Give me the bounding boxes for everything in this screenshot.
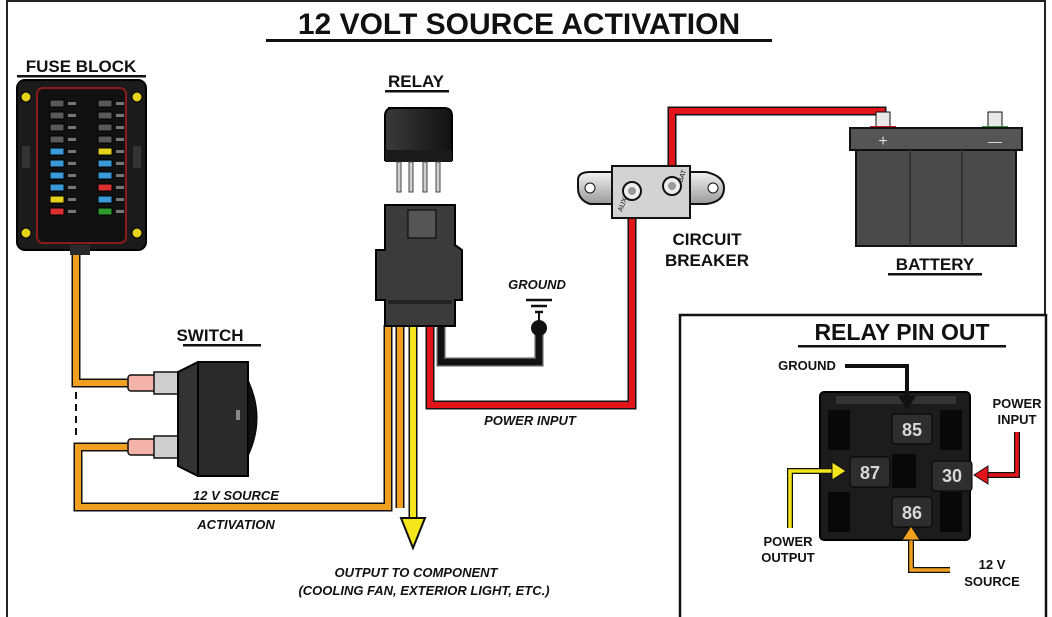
power-input-label: POWER INPUT [484, 413, 577, 428]
relay-label-underline [385, 90, 449, 93]
output-label-2: (COOLING FAN, EXTERIOR LIGHT, ETC.) [298, 583, 549, 598]
battery-minus-sign: — [988, 133, 1002, 149]
fuse-block-label-underline [17, 75, 146, 78]
fuse [97, 159, 113, 168]
red-wire-power-input [425, 200, 637, 410]
fuse-slot-marking [116, 162, 124, 165]
fuse [49, 147, 65, 156]
pinout-power-input-label-1: POWER [992, 396, 1042, 411]
pin-87: 87 [860, 463, 880, 483]
fuse-slot-marking [68, 210, 76, 213]
yellow-wire-output [399, 325, 427, 551]
fuse-slot-marking [116, 114, 124, 117]
fuse-slot-marking [116, 198, 124, 201]
battery-label-underline [888, 273, 982, 276]
rocker-switch [127, 361, 258, 477]
pinout-power-input-label-2: INPUT [998, 412, 1037, 427]
fuse [97, 147, 113, 156]
fuse-rows [49, 99, 124, 216]
battery-plus-sign: + [878, 133, 887, 150]
orange-wire-switch-to-relay [73, 325, 393, 512]
ground-label: GROUND [508, 277, 566, 292]
pinout-power-input-arrow [973, 432, 1020, 485]
fuse [49, 135, 65, 144]
ground-symbol [526, 298, 552, 336]
fuse-block-label: FUSE BLOCK [26, 57, 137, 76]
fuse [49, 111, 65, 120]
diagram-frame [6, 0, 1046, 617]
relay-label: RELAY [388, 72, 445, 91]
switch-label-underline [183, 344, 261, 347]
cb-aux-label: AUX [617, 196, 629, 212]
output-label-1: OUTPUT TO COMPONENT [335, 565, 499, 580]
pinout-source-label-2: SOURCE [964, 574, 1020, 589]
fuse-slot-marking [116, 138, 124, 141]
orange-wire-fuse-to-switch [71, 246, 140, 388]
relay-socket [375, 204, 463, 327]
pinout-ground-label: GROUND [778, 358, 836, 373]
fuse [49, 195, 65, 204]
circuit-breaker: AUX BAT [577, 165, 726, 219]
fuse-slot-marking [68, 102, 76, 105]
title-underline [266, 39, 772, 42]
fuse [97, 183, 113, 192]
relay [384, 107, 453, 193]
pin-30: 30 [942, 466, 962, 486]
pinout-power-output-label-1: POWER [763, 534, 813, 549]
battery-label: BATTERY [896, 255, 975, 274]
black-wire-ground [436, 325, 544, 367]
fuse-block [16, 79, 147, 255]
pinout-title: RELAY PIN OUT [814, 319, 989, 345]
fuse [49, 183, 65, 192]
circuit-breaker-label-1: CIRCUIT [673, 230, 743, 249]
source-label-2: ACTIVATION [196, 517, 275, 532]
fuse-slot-marking [116, 174, 124, 177]
fuse-slot-marking [68, 126, 76, 129]
fuse [97, 99, 113, 108]
fuse [97, 123, 113, 132]
fuse [49, 159, 65, 168]
pinout-ground-arrow [845, 364, 916, 410]
fuse [49, 123, 65, 132]
fuse-slot-marking [116, 210, 124, 213]
battery: + — [849, 111, 1023, 247]
fuse-slot-marking [116, 102, 124, 105]
fuse-slot-marking [68, 186, 76, 189]
fuse [49, 207, 65, 216]
pinout-power-output-label-2: OUTPUT [761, 550, 815, 565]
fuse-slot-marking [68, 162, 76, 165]
pinout-power-output-arrow [787, 461, 847, 528]
pinout-source-label-1: 12 V [979, 557, 1006, 572]
fuse [97, 195, 113, 204]
fuse [97, 207, 113, 216]
fuse [97, 171, 113, 180]
source-label-1: 12 V SOURCE [193, 488, 279, 503]
cb-bat-label: BAT [677, 168, 688, 183]
fuse [49, 99, 65, 108]
fuse [97, 135, 113, 144]
fuse-slot-marking [116, 126, 124, 129]
switch-label: SWITCH [176, 326, 243, 345]
diagram-title: 12 VOLT SOURCE ACTIVATION [298, 8, 740, 41]
fuse-slot-marking [68, 114, 76, 117]
fuse [97, 111, 113, 120]
fuse [49, 171, 65, 180]
pin-86: 86 [902, 503, 922, 523]
fuse-slot-marking [116, 186, 124, 189]
relay-socket-pinout [819, 391, 973, 541]
pinout-title-underline [798, 345, 1006, 348]
circuit-breaker-label-2: BREAKER [665, 251, 749, 270]
fuse-slot-marking [68, 150, 76, 153]
fuse-slot-marking [68, 138, 76, 141]
pin-85: 85 [902, 420, 922, 440]
fuse-slot-marking [68, 174, 76, 177]
pinout-source-arrow [901, 525, 950, 573]
fuse-slot-marking [116, 150, 124, 153]
fuse-slot-marking [68, 198, 76, 201]
